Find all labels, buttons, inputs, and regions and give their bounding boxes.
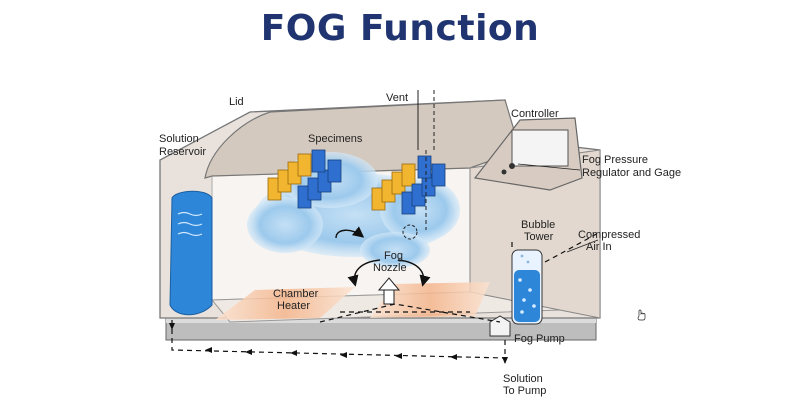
label-fog-nozzle-1: Fog [384,250,403,262]
fog-pressure-gage-icon [509,163,515,169]
label-solution-reservoir-1: Solution [159,133,199,145]
label-solution-to-pump-2: To Pump [503,385,546,397]
label-compressed-air-2: Air In [586,241,612,253]
label-vent: Vent [386,92,408,104]
bubble-tower [511,249,543,325]
fog-nozzle [335,226,431,305]
solution-reservoir [169,190,213,316]
label-fog-pressure-1: Fog Pressure [582,154,648,166]
chamber-heaters [215,282,490,320]
hand-pointer-icon [637,309,646,321]
diagram-labels: Lid Vent Controller Solution Reservoir S… [159,92,681,397]
label-solution-to-pump-1: Solution [503,373,543,385]
label-chamber-heater-1: Chamber [273,288,319,300]
controller [473,117,583,191]
specimens-left-group [267,149,342,209]
specimens-right-group [371,155,446,215]
label-controller: Controller [511,108,559,120]
flow-lines [171,231,601,366]
label-specimens: Specimens [308,133,363,145]
label-fog-pump: Fog Pump [514,333,565,345]
label-compressed-air-1: Compressed [578,229,640,241]
label-chamber-heater-2: Heater [277,300,310,312]
leader-lines [517,163,599,253]
page-title: FOG Function [260,8,540,49]
fog-pump [489,315,511,337]
flow-arrows [169,323,508,364]
label-fog-pressure-2: Regulator and Gage [582,167,681,179]
label-bubble-tower-1: Bubble [521,219,555,231]
label-solution-reservoir-2: Reservoir [159,146,206,158]
label-lid: Lid [229,96,244,108]
regulator-knob-icon [501,169,507,175]
label-fog-nozzle-2: Nozzle [373,262,407,274]
label-bubble-tower-2: Tower [524,231,554,243]
vent [402,90,435,240]
